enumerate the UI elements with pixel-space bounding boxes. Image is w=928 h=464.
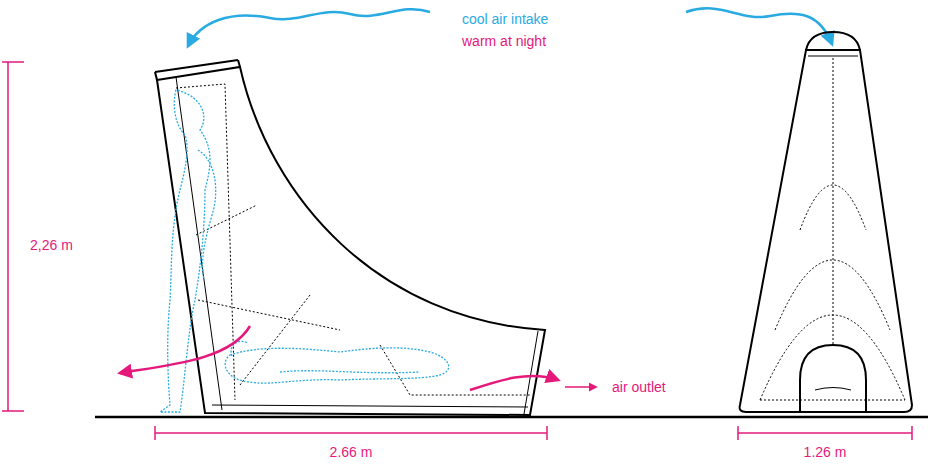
ground-line (95, 416, 928, 419)
height-dimension: 2,26 m (28, 237, 75, 253)
night-label: warm at night (460, 33, 548, 49)
hidden-lines (176, 84, 530, 400)
width-dimension: 1.26 m (802, 444, 849, 460)
intake-label: cool air intake (460, 11, 550, 27)
side-view (155, 60, 545, 415)
person-outline (160, 90, 449, 412)
outlet-label: air outlet (610, 379, 668, 395)
dimension-line (2, 62, 912, 440)
front-view (740, 32, 912, 412)
airflow-arrow (120, 326, 596, 390)
width-dimension: 2.66 m (328, 444, 375, 460)
hidden-lines (760, 58, 905, 400)
